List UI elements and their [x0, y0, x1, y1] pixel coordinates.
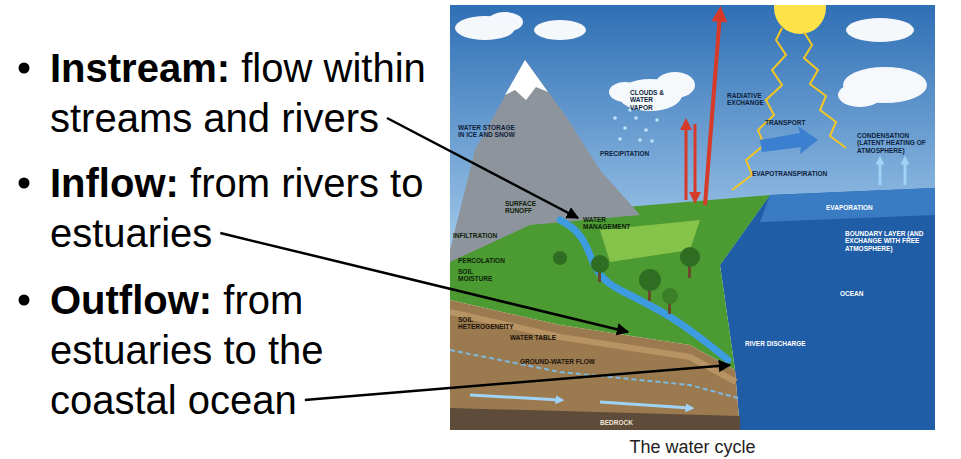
evaporation-arrow: [879, 160, 882, 185]
mountain: [450, 60, 640, 262]
bullet-term: Instream:: [50, 46, 230, 90]
sunlight-wave: [804, 32, 846, 148]
radiation-arrow: [694, 124, 697, 198]
radiation-arrow: [705, 14, 720, 205]
illustration-label: SOIL MOISTURE: [458, 268, 508, 283]
ground-water-arrow: [470, 395, 560, 400]
bullet: [19, 295, 30, 306]
illustration-label: INFILTRATION: [453, 232, 503, 239]
figure-caption: The water cycle: [450, 436, 935, 458]
illustration-label: EVAPOTRANSPIRATION: [752, 170, 832, 177]
trees: [553, 247, 700, 314]
bedrock: [450, 408, 740, 430]
illustration-label: BEDROCK: [600, 419, 640, 426]
bullet-item: Outflow:from estuaries to the coastal oc…: [50, 275, 450, 425]
illustration-label: SOIL HETEROGENEITY: [458, 316, 504, 331]
illustration-label: WATER TABLE: [510, 334, 560, 341]
illustration-label: CONDENSATION (LATENT HEATING OF ATMOSPHE…: [857, 132, 931, 154]
transport-arrow: [760, 126, 818, 154]
illustration-label: RADIATIVE EXCHANGE: [727, 92, 769, 107]
bullets: [19, 63, 30, 306]
bullet-term: Outflow:: [50, 278, 212, 322]
bullet-item: Inflow:from rivers to estuaries: [50, 158, 450, 258]
river: [560, 220, 728, 360]
leader-line: [305, 365, 730, 400]
illustration-label: CLOUDS & WATER VAPOR: [630, 89, 676, 111]
evaporation-arrow: [904, 160, 907, 185]
ocean-surface: [760, 188, 935, 222]
bullet-item: Instream:flow within streams and rivers: [50, 43, 450, 143]
illustration-label: SURFACE RUNOFF: [505, 200, 541, 215]
radiation-arrow: [685, 124, 688, 200]
illustration-label: GROUND-WATER FLOW: [520, 358, 600, 365]
illustration-label: WATER MANAGEMENT: [583, 216, 629, 231]
clouds: [455, 12, 927, 111]
bullet: [19, 178, 30, 189]
illustration-label: RIVER DISCHARGE: [745, 340, 815, 347]
snow-cap: [505, 60, 548, 100]
sunlight-wave: [732, 28, 786, 190]
illustration-label: WATER STORAGE IN ICE AND SNOW: [458, 124, 516, 139]
bullet-term: Inflow:: [50, 161, 179, 205]
precipitation-drops: [613, 108, 659, 143]
illustration-label: EVAPORATION: [826, 204, 882, 211]
water-table-line: [450, 350, 738, 398]
illustration-label: TRANSPORT: [765, 119, 815, 126]
illustration-label: BOUNDARY LAYER (AND EXCHANGE WITH FREE A…: [845, 230, 927, 252]
soil: [450, 300, 740, 430]
illustration-label: PERCOLATION: [458, 257, 508, 264]
ground-water-arrow: [600, 402, 690, 408]
illustration-label: OCEAN: [840, 290, 880, 297]
ocean: [720, 188, 935, 430]
illustration-label: PRECIPITATION: [600, 150, 660, 157]
bullet: [19, 63, 30, 74]
